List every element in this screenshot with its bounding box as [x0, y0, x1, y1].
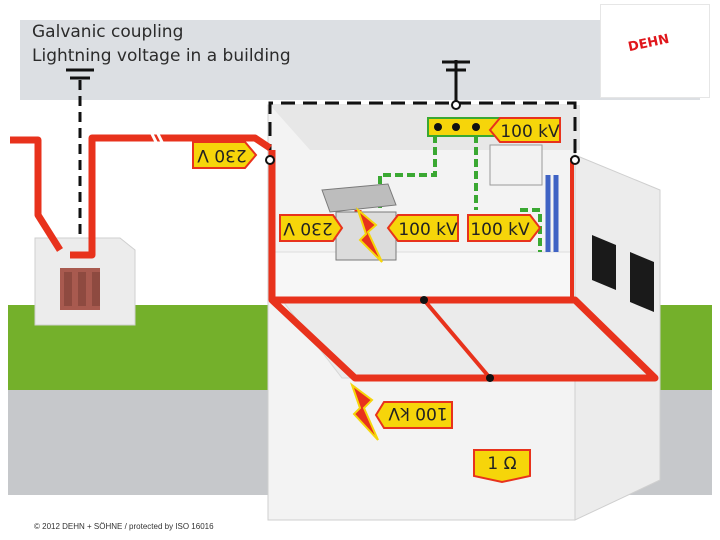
window-2 — [630, 252, 654, 312]
radiator-icon — [489, 144, 543, 186]
roof-connection-point — [451, 100, 461, 110]
lightning-flash-device — [355, 206, 383, 263]
title-background — [20, 20, 700, 100]
bonding-terminal-3 — [472, 123, 480, 131]
svg-text:1 Ω: 1 Ω — [487, 454, 516, 474]
svg-text:100 kV: 100 kV — [500, 122, 560, 142]
roof-down-conductor — [268, 101, 577, 158]
bonding-terminal-2 — [452, 123, 460, 131]
label-100kv-top: 100 kV — [488, 117, 561, 143]
keyboard-icon — [321, 183, 397, 213]
copyright-footer: © 2012 DEHN + SÖHNE / protected by ISO 1… — [34, 522, 214, 531]
dehn-logo — [600, 4, 710, 98]
svg-text:100 kV: 100 kV — [470, 220, 530, 240]
svg-text:100 kV: 100 kV — [398, 220, 458, 240]
transformer-coil-2 — [78, 272, 86, 306]
lightning-flash-ground — [349, 382, 379, 441]
outdoor-mast — [66, 68, 94, 238]
label-resistance: 1 Ω — [473, 449, 531, 484]
label-230v-indoor: 230 V — [279, 214, 344, 242]
cable-break-2 — [154, 129, 166, 147]
building-floor-band — [271, 251, 573, 301]
svg-text:230 V: 230 V — [197, 145, 247, 165]
title-line-1: Galvanic coupling — [32, 22, 184, 42]
svg-text:100 kV: 100 kV — [388, 403, 448, 423]
label-230v-outdoor: 230 V — [192, 141, 258, 169]
roof-mast — [442, 60, 470, 105]
power-conductors — [10, 134, 659, 382]
connection-point-right — [570, 155, 580, 165]
transformer-coil-3 — [92, 272, 100, 306]
floor-grid — [422, 158, 574, 380]
bonding-terminal-1 — [434, 123, 442, 131]
junction-dot-2 — [486, 374, 494, 382]
title-line-2: Lightning voltage in a building — [32, 46, 291, 66]
connection-point-left — [265, 155, 275, 165]
window-1 — [592, 235, 616, 290]
junction-dot-1 — [420, 296, 428, 304]
label-100kv-ground: 100 kV — [374, 401, 453, 429]
cable-break-1 — [148, 129, 160, 147]
transformer-coil-1 — [64, 272, 72, 306]
label-100kv-heater: 100 kV — [467, 214, 542, 242]
svg-text:230 V: 230 V — [283, 218, 333, 238]
label-100kv-device: 100 kV — [386, 214, 459, 242]
